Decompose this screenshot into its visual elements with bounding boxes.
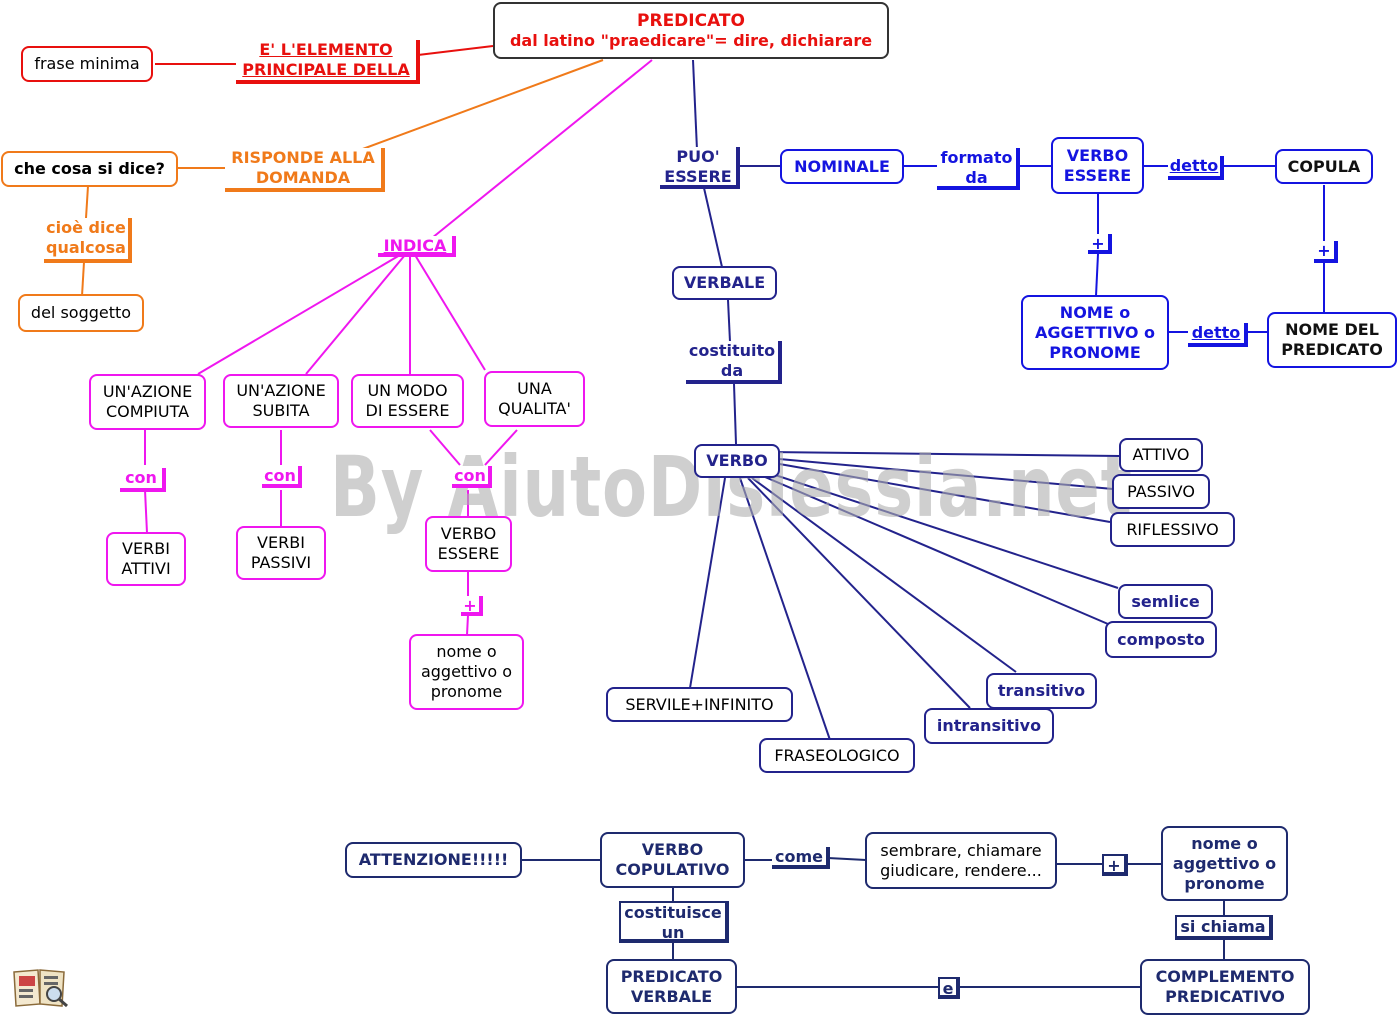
node-sembrare-chiamare[interactable]: sembrare, chiamare giudicare, rendere... — [865, 832, 1057, 889]
link-plus-blue-1: + — [1088, 234, 1112, 254]
link-plus-bottom: + — [1102, 854, 1128, 876]
node-nome-del-predicato[interactable]: NOME DEL PREDICATO — [1267, 312, 1397, 368]
node-transitivo[interactable]: transitivo — [986, 673, 1097, 709]
node-qualita[interactable]: UNA QUALITA' — [484, 371, 585, 427]
node-verbo[interactable]: VERBO — [694, 444, 780, 478]
node-verbi-passivi[interactable]: VERBI PASSIVI — [236, 526, 326, 580]
node-complemento-predicativo[interactable]: COMPLEMENTO PREDICATIVO — [1140, 959, 1310, 1015]
node-attenzione[interactable]: ATTENZIONE!!!!! — [345, 842, 522, 878]
node-nome-aggettivo-pronome-bottom[interactable]: nome o aggettivo o pronome — [1161, 826, 1288, 901]
node-modo-di-essere[interactable]: UN MODO DI ESSERE — [351, 374, 464, 428]
book-logo-icon — [13, 969, 68, 1008]
title-box[interactable]: PREDICATO dal latino "praedicare"= dire,… — [493, 2, 889, 59]
node-del-soggetto[interactable]: del soggetto — [18, 294, 144, 332]
node-passivo[interactable]: PASSIVO — [1112, 474, 1210, 509]
node-composto[interactable]: composto — [1105, 621, 1217, 658]
node-fraseologico[interactable]: FRASEOLOGICO — [759, 738, 915, 773]
node-verbo-essere-blue[interactable]: VERBO ESSERE — [1051, 137, 1144, 194]
link-con-1: con — [120, 468, 166, 492]
node-semplice[interactable]: semlice — [1118, 584, 1213, 619]
link-e: e — [938, 977, 960, 999]
link-detto-2: detto — [1188, 323, 1248, 347]
node-azione-subita[interactable]: UN'AZIONE SUBITA — [223, 374, 339, 428]
node-verbale[interactable]: VERBALE — [672, 266, 777, 300]
node-verbi-attivi[interactable]: VERBI ATTIVI — [106, 532, 186, 586]
node-riflessivo[interactable]: RIFLESSIVO — [1110, 512, 1235, 547]
link-come: come — [772, 847, 830, 869]
node-che-cosa-si-dice[interactable]: che cosa si dice? — [1, 151, 178, 187]
node-nome-aggettivo-pronome-blue[interactable]: NOME o AGGETTIVO o PRONOME — [1021, 295, 1169, 370]
link-indica: INDICA — [378, 236, 456, 257]
title-sub: dal latino "praedicare"= dire, dichiarar… — [509, 30, 873, 50]
node-verbo-copulativo[interactable]: VERBO COPULATIVO — [600, 832, 745, 888]
node-nominale[interactable]: NOMINALE — [780, 149, 904, 184]
link-elemento-principale: E' L'ELEMENTO PRINCIPALE DELLA — [236, 40, 420, 84]
link-con-3: con — [452, 466, 492, 488]
link-detto-1: detto — [1168, 156, 1224, 180]
node-servile-infinito[interactable]: SERVILE+INFINITO — [606, 687, 793, 722]
watermark: By AiutoDislessia.net — [330, 438, 1133, 536]
node-frase-minima[interactable]: frase minima — [21, 46, 153, 82]
link-si-chiama: si chiama — [1175, 915, 1273, 940]
link-risponde-alla-domanda: RISPONDE ALLA DOMANDA — [225, 148, 385, 192]
node-azione-compiuta[interactable]: UN'AZIONE COMPIUTA — [89, 374, 206, 430]
link-plus-magenta: + — [461, 596, 483, 616]
node-intransitivo[interactable]: intransitivo — [924, 708, 1054, 744]
title-main: PREDICATO — [637, 10, 745, 31]
node-copula[interactable]: COPULA — [1275, 149, 1373, 184]
node-predicato-verbale[interactable]: PREDICATO VERBALE — [606, 959, 737, 1014]
link-plus-blue-2: + — [1314, 241, 1338, 263]
node-verbo-essere-magenta[interactable]: VERBO ESSERE — [425, 516, 512, 572]
link-formato-da: formato da — [937, 148, 1020, 190]
node-nome-aggettivo-pronome-magenta[interactable]: nome o aggettivo o pronome — [409, 634, 524, 710]
link-costituisce-un: costituisce un — [619, 901, 729, 943]
link-cioe-dice-qualcosa: cioè dice qualcosa — [44, 218, 132, 263]
link-con-2: con — [262, 466, 302, 488]
link-costituito-da: costituito da — [686, 341, 782, 384]
node-attivo[interactable]: ATTIVO — [1119, 438, 1203, 472]
link-puo-essere: PUO' ESSERE — [660, 147, 740, 189]
